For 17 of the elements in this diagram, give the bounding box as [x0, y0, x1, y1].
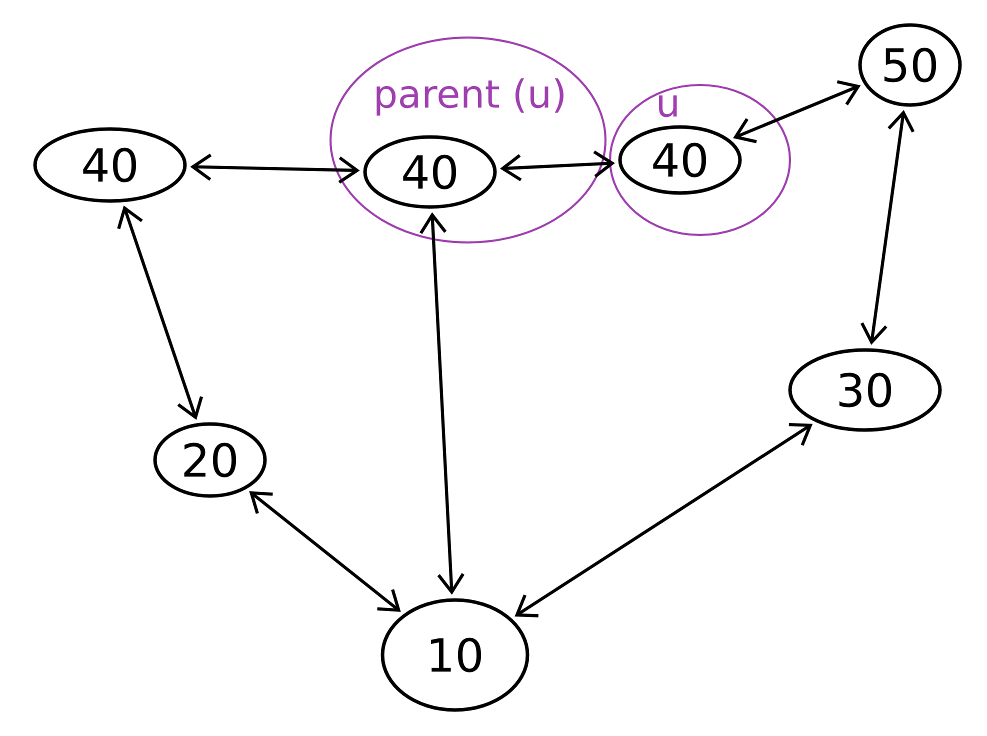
arrow [860, 110, 915, 345]
group-label: u [659, 94, 677, 118]
value-node: 40 [363, 135, 497, 209]
arrow [514, 422, 813, 618]
value-node: 30 [788, 348, 942, 432]
value-node: 40 [618, 125, 742, 195]
arrow [420, 212, 464, 595]
value-node: 40 [33, 127, 187, 203]
arrow [249, 491, 401, 612]
arrow [117, 206, 204, 420]
value-node: 50 [858, 23, 962, 107]
value-node: 20 [153, 422, 267, 498]
arrow [190, 154, 360, 184]
group-label: parent (u) [376, 78, 564, 116]
arrow [500, 150, 615, 182]
value-node: 10 [380, 598, 530, 712]
arrow [733, 80, 861, 144]
